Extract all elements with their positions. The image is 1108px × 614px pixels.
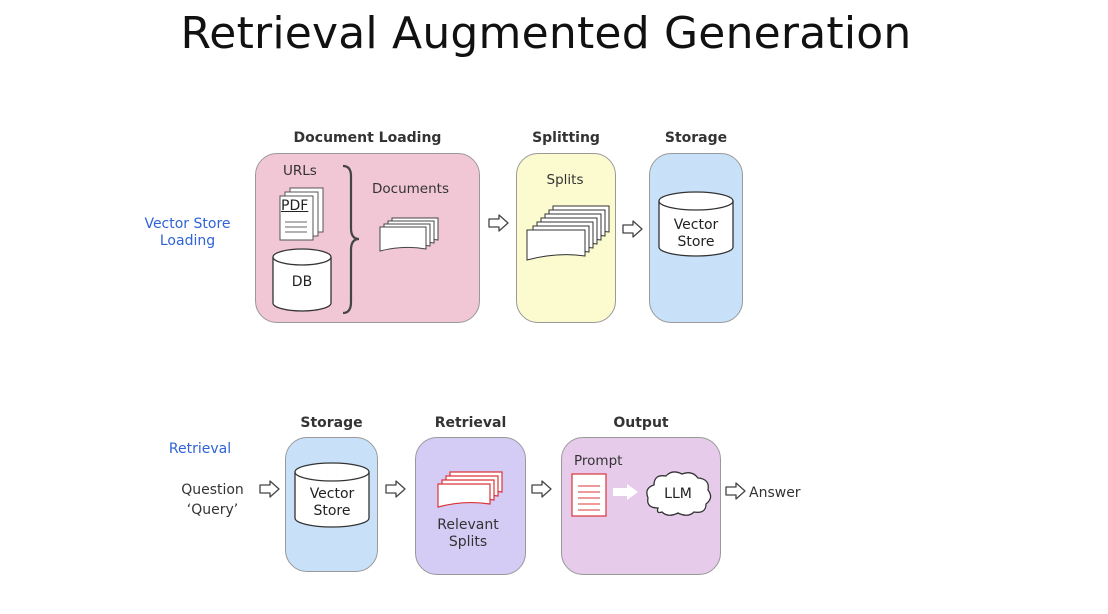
row-label-retrieval: Retrieval xyxy=(168,441,232,457)
vector-store-icon xyxy=(658,191,734,257)
relevant-splits-icon xyxy=(437,471,503,508)
prompt-document-icon xyxy=(571,473,607,517)
arrow-right-icon xyxy=(385,480,406,498)
splits-stack-icon xyxy=(526,205,610,261)
vector-store-icon xyxy=(294,462,370,528)
vector-store-label-line2: Store xyxy=(677,234,715,250)
llm-label: LLM xyxy=(664,486,692,502)
db-label: DB xyxy=(291,274,313,290)
answer-label: Answer xyxy=(749,485,801,501)
pdf-label: PDF xyxy=(281,198,309,214)
output-box: Prompt LLM xyxy=(561,437,721,575)
relevant-splits-label-line2: Splits xyxy=(448,534,488,550)
retrieval-heading: Retrieval xyxy=(434,415,507,431)
storage-heading: Storage xyxy=(664,130,728,146)
page-title: Retrieval Augmented Generation xyxy=(180,8,912,59)
pdf-document-icon xyxy=(279,187,324,241)
vector-store-label-line1: Vector xyxy=(673,217,719,233)
white-arrow-icon xyxy=(613,484,638,500)
arrow-right-icon xyxy=(488,214,509,232)
question-label-line2: ‘Query’ xyxy=(186,502,239,518)
splits-label: Splits xyxy=(546,172,584,188)
llm-cloud-icon xyxy=(646,471,712,516)
storage-heading-retrieval: Storage xyxy=(300,415,363,431)
storage-box-retrieval: Vector Store xyxy=(285,437,378,572)
row-label-vector-store-loading: Vector Store Loading xyxy=(144,216,231,249)
output-heading: Output xyxy=(613,415,669,431)
arrow-right-icon xyxy=(725,482,746,500)
storage-box: Vector Store xyxy=(649,153,743,323)
arrow-right-icon xyxy=(531,480,552,498)
vector-store-label-line1: Vector xyxy=(309,486,355,502)
relevant-splits-label-line1: Relevant xyxy=(437,517,499,533)
document-loading-box: URLs PDF DB Documents xyxy=(255,153,480,323)
splitting-heading: Splitting xyxy=(532,130,600,146)
documents-label: Documents xyxy=(372,181,449,197)
document-loading-heading: Document Loading xyxy=(293,130,442,146)
question-label-line1: Question xyxy=(181,482,244,498)
arrow-right-icon xyxy=(259,480,280,498)
splitting-box: Splits xyxy=(516,153,616,323)
urls-label: URLs xyxy=(283,163,317,179)
documents-stack-icon xyxy=(379,217,439,252)
arrow-right-icon xyxy=(622,220,643,238)
retrieval-box: Relevant Splits xyxy=(415,437,526,575)
prompt-label: Prompt xyxy=(574,453,623,469)
database-icon xyxy=(272,248,332,312)
brace-icon xyxy=(342,164,360,315)
vector-store-label-line2: Store xyxy=(313,503,351,519)
